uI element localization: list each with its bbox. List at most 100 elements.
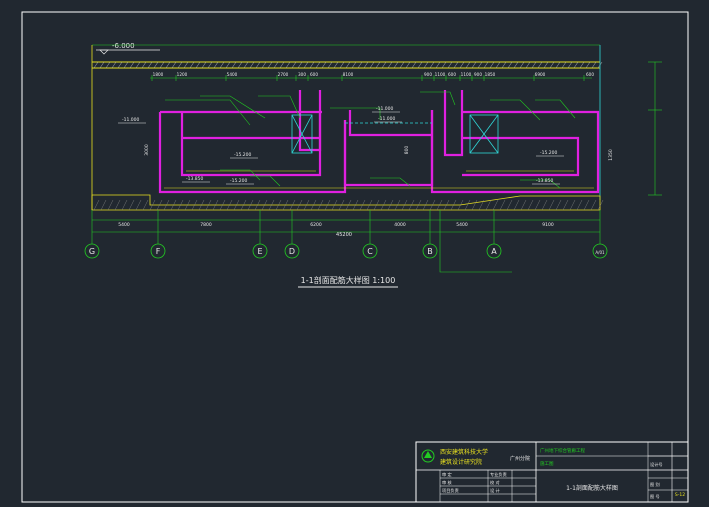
bottom-dim-label: 4000 bbox=[394, 222, 406, 228]
hatch-line bbox=[415, 199, 422, 211]
hatch-line bbox=[459, 61, 465, 69]
top-dim-label: 600 bbox=[448, 72, 456, 77]
hatch-line bbox=[345, 199, 352, 211]
hatch-line bbox=[555, 61, 561, 69]
hatch-line bbox=[275, 199, 282, 211]
hatch-line bbox=[279, 61, 285, 69]
project-name: 广州地下综合管廊工程 bbox=[540, 447, 585, 454]
hatch-line bbox=[247, 199, 254, 211]
hatch-line bbox=[225, 61, 231, 69]
hatch-line bbox=[289, 199, 296, 211]
title-block-row-label: 项目负责 bbox=[442, 487, 459, 494]
hatch-line bbox=[189, 61, 195, 69]
hatch-line bbox=[567, 61, 573, 69]
hatch-line bbox=[366, 199, 373, 211]
hatch-line bbox=[541, 199, 548, 211]
hatch-line bbox=[219, 61, 225, 69]
hatch-line bbox=[450, 199, 457, 211]
hatch-line bbox=[107, 199, 114, 211]
leader-line bbox=[165, 99, 251, 126]
hatch-line bbox=[237, 61, 243, 69]
institute-sub: 建筑设计研究院 bbox=[440, 458, 482, 466]
hatch-line bbox=[345, 61, 351, 69]
hatch-line bbox=[339, 61, 345, 69]
hatch-line bbox=[525, 61, 531, 69]
hatch-line bbox=[423, 61, 429, 69]
ground-surface bbox=[92, 61, 603, 69]
rebar-callouts bbox=[165, 91, 576, 189]
top-dim-label: 1200 bbox=[177, 72, 188, 77]
hatch-line bbox=[507, 61, 513, 69]
hatch-line bbox=[282, 199, 289, 211]
hatch-line bbox=[303, 199, 310, 211]
title-block-row-label: 审 核 bbox=[442, 479, 453, 486]
structure-section bbox=[158, 90, 600, 194]
side-dim-label: 800 bbox=[404, 146, 410, 155]
hatch-line bbox=[165, 61, 171, 69]
hatch-line bbox=[495, 61, 501, 69]
title-block-right-label: 图 号 bbox=[650, 494, 660, 500]
hatch-line bbox=[422, 199, 429, 211]
drawing-frame bbox=[21, 11, 689, 503]
elevation-label: -13.850 bbox=[536, 178, 554, 184]
hatch-line bbox=[338, 199, 345, 211]
grid-bubble bbox=[592, 243, 608, 259]
leader-line bbox=[370, 177, 411, 187]
top-dim-label: 1100 bbox=[435, 72, 446, 77]
top-dim-label: 8100 bbox=[343, 72, 354, 77]
hatch-line bbox=[543, 61, 549, 69]
top-dim-label: 5400 bbox=[227, 72, 238, 77]
hatch-line bbox=[585, 61, 591, 69]
hatch-line bbox=[128, 199, 135, 211]
grid-axis-label: A/01 bbox=[595, 250, 605, 255]
bottom-dim-label: 9100 bbox=[542, 222, 554, 228]
hatch-line bbox=[267, 61, 273, 69]
hatch-line bbox=[231, 61, 237, 69]
grid-axis-label: D bbox=[289, 247, 295, 256]
top-dim-label: 600 bbox=[586, 72, 594, 77]
opening-right bbox=[469, 114, 499, 154]
sheet-number: S-12 bbox=[675, 492, 685, 498]
hatch-line bbox=[171, 61, 177, 69]
hatch-line bbox=[357, 61, 363, 69]
title-block-row-label: 设 计 bbox=[490, 487, 500, 494]
institute-name: 西安建筑科技大学 bbox=[440, 448, 488, 456]
hatch-line bbox=[537, 61, 543, 69]
hatch-line bbox=[333, 61, 339, 69]
title-block-right-label: 图 别 bbox=[650, 481, 660, 488]
top-dim-label: 300 bbox=[298, 72, 306, 77]
hatch-line bbox=[297, 61, 303, 69]
hatch-line bbox=[170, 199, 177, 211]
hatch-line bbox=[129, 61, 135, 69]
hatch-line bbox=[534, 199, 541, 211]
drawing-title: 1-1剖面配筋大样图 1:100 bbox=[301, 275, 396, 285]
top-elevation-label: -6.000 bbox=[112, 42, 135, 50]
hatch-line bbox=[183, 61, 189, 69]
hatch-line bbox=[590, 199, 597, 211]
hatch-line bbox=[233, 199, 240, 211]
hatch-line bbox=[331, 199, 338, 211]
bottom-total-dimension: 45200 bbox=[336, 232, 352, 238]
hatch-line bbox=[177, 61, 183, 69]
leader-line bbox=[520, 179, 561, 189]
hatch-line bbox=[184, 199, 191, 211]
hatch-line bbox=[201, 61, 207, 69]
grid-axis-label: B bbox=[427, 247, 433, 256]
leader-line bbox=[258, 95, 301, 119]
bottom-dim-label: 6200 bbox=[310, 222, 322, 228]
hatch-line bbox=[93, 61, 99, 69]
hatch-line bbox=[219, 199, 226, 211]
hatch-line bbox=[141, 61, 147, 69]
hatch-line bbox=[408, 199, 415, 211]
hatch-line bbox=[417, 61, 423, 69]
bottom-soil bbox=[91, 194, 604, 211]
top-dim-label: 600 bbox=[310, 72, 318, 77]
hatch-line bbox=[114, 199, 121, 211]
hatch-line bbox=[549, 61, 555, 69]
hatch-line bbox=[531, 61, 537, 69]
grid-bubble bbox=[150, 243, 166, 259]
grid-axis-label: C bbox=[367, 247, 373, 256]
elevation-label: -11.000 bbox=[122, 117, 140, 123]
